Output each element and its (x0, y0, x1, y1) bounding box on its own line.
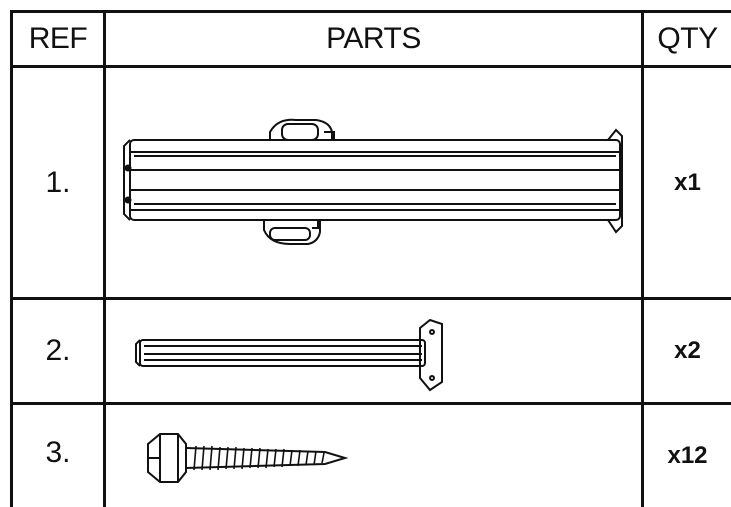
row-2-ref: 2. (45, 334, 71, 367)
row-2-qty: x2 (674, 337, 701, 364)
hex-lag-screw-icon (147, 433, 349, 483)
column-divider-qty (641, 10, 644, 507)
row-3-ref: 3. (45, 435, 71, 469)
table-border-left (10, 10, 13, 507)
header-divider (10, 65, 731, 68)
row-1-qty: x1 (674, 168, 701, 196)
header-ref: REF (28, 22, 88, 55)
column-divider-ref (103, 10, 106, 507)
header-qty: QTY (657, 22, 718, 55)
row-1-ref: 1. (45, 165, 71, 199)
row-divider-2 (10, 402, 731, 405)
long-bracket-rail-icon (123, 118, 623, 245)
row-3-qty: x12 (667, 442, 708, 469)
table-border-top (10, 10, 731, 13)
row-divider-1 (10, 297, 731, 300)
header-parts: PARTS (326, 22, 421, 55)
support-arm-with-plate-icon (135, 318, 443, 392)
